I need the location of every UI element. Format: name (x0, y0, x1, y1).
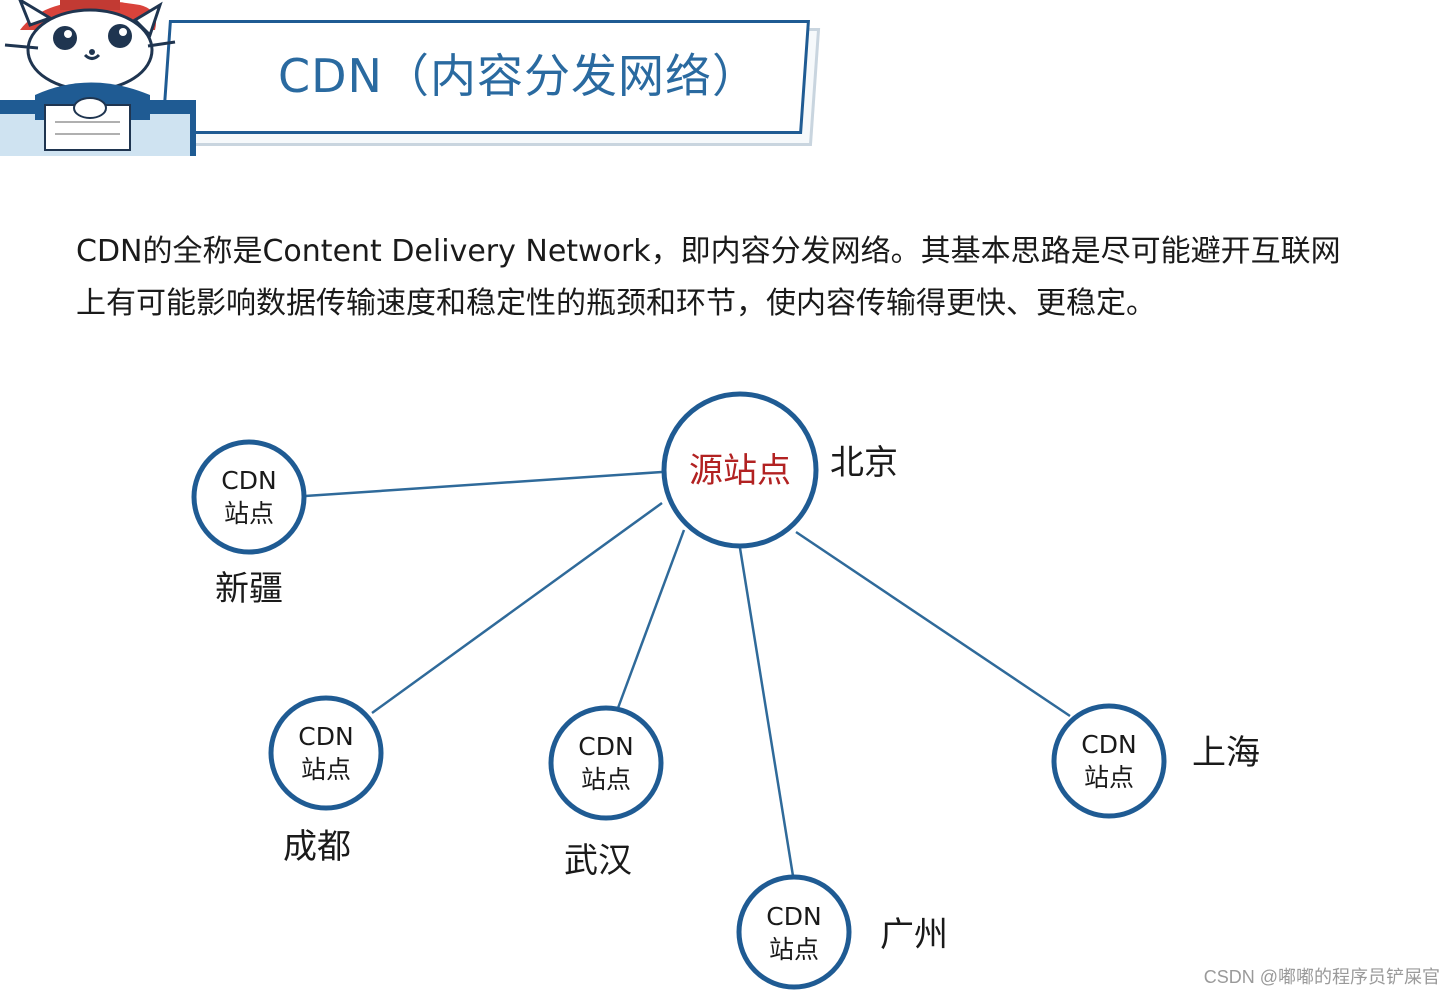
cdn-node-shanghai: CDN 站点 (1051, 703, 1167, 819)
origin-node: 源站点 (661, 391, 819, 549)
cdn-node-guangzhou: CDN 站点 (736, 874, 852, 990)
city-label-shanghai: 上海 (1192, 733, 1260, 773)
edge-chengdu (371, 501, 663, 715)
cdn-node-line1: CDN (1081, 730, 1136, 759)
city-label-chengdu: 成都 (283, 827, 351, 867)
origin-label: 源站点 (689, 451, 791, 491)
description: CDN的全称是Content Delivery Network，即内容分发网络。… (76, 226, 1446, 330)
cdn-node-line2: 站点 (769, 935, 819, 964)
city-label-wuhan: 武汉 (564, 841, 632, 881)
edge-xinjiang (304, 470, 663, 498)
page-title: CDN（内容分发网络） (278, 49, 759, 103)
cdn-node-line2: 站点 (1084, 763, 1134, 792)
city-label-guangzhou: 广州 (880, 915, 948, 955)
cdn-node-line2: 站点 (224, 499, 274, 528)
cdn-node-wuhan: CDN 站点 (548, 705, 664, 821)
origin-city-label: 北京 (830, 443, 898, 483)
edge-shanghai (795, 530, 1071, 718)
description-line-2: 上有可能影响数据传输速度和稳定性的瓶颈和环节，使内容传输得更快、更稳定。 (76, 286, 1156, 321)
cat-mascot-icon (4, 0, 176, 151)
cdn-node-line1: CDN (221, 466, 276, 495)
cdn-node-line1: CDN (766, 902, 821, 931)
cdn-node-line1: CDN (298, 722, 353, 751)
edge-wuhan (616, 529, 686, 709)
description-line-1: CDN的全称是Content Delivery Network，即内容分发网络。… (76, 234, 1341, 269)
cdn-node-xinjiang: CDN 站点 (191, 439, 307, 555)
cdn-node-line2: 站点 (301, 755, 351, 784)
edge-guangzhou (738, 547, 795, 877)
watermark: CSDN @嘟嘟的程序员铲屎官 (1203, 967, 1440, 987)
cdn-node-chengdu: CDN 站点 (268, 695, 384, 811)
cdn-node-line2: 站点 (581, 765, 631, 794)
city-label-xinjiang: 新疆 (215, 569, 283, 609)
cdn-node-line1: CDN (578, 732, 633, 761)
